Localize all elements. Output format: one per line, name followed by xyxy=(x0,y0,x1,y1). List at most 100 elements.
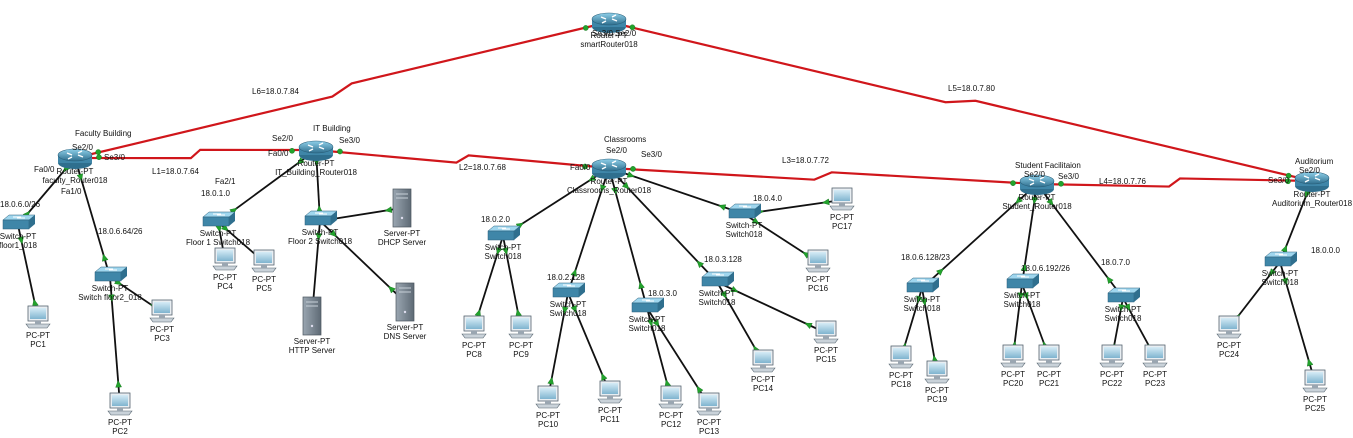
serial-link-l6[interactable] xyxy=(74,20,610,160)
device-type-label: Switch-PT xyxy=(302,228,339,237)
device-type-label: Server-PT xyxy=(384,229,421,238)
port-label-stu-se3: Se3/0 xyxy=(1058,172,1079,181)
device-name-label: PC9 xyxy=(513,350,529,359)
port-status-icon xyxy=(696,260,705,269)
net-label-10: 18.0.6.192/26 xyxy=(1021,264,1070,273)
device-type-label: PC-PT xyxy=(252,275,276,284)
pc-icon xyxy=(829,187,855,211)
pc-icon xyxy=(1142,344,1168,368)
pc-icon xyxy=(1000,344,1026,368)
serial-link-l4[interactable] xyxy=(1036,177,1313,188)
port-status-icon xyxy=(601,372,608,381)
device-type-label: Router-PT xyxy=(57,167,94,176)
serial-link-l5[interactable] xyxy=(608,20,1313,183)
port-status-icon xyxy=(936,268,944,276)
serial-link-l2[interactable] xyxy=(315,148,610,170)
device-type-label: PC-PT xyxy=(697,418,721,427)
net-label-2: 18.0.2.0 xyxy=(481,215,510,224)
device-name-label: PC15 xyxy=(816,355,837,364)
device-name-label: PC8 xyxy=(466,350,482,359)
net-label-11: 18.0.7.0 xyxy=(1101,258,1130,267)
net-label-1: 18.0.1.0 xyxy=(201,189,230,198)
net-label-7: 18.0.6.0/26 xyxy=(0,200,41,209)
device-type-label: Switch-PT xyxy=(1004,291,1041,300)
serial-port-status-icon xyxy=(1010,180,1016,186)
device-type-label: PC-PT xyxy=(150,325,174,334)
port-status-icon xyxy=(1281,277,1288,286)
device-name-label: HTTP Server xyxy=(289,346,336,355)
pc-icon xyxy=(1302,369,1328,393)
switch-icon xyxy=(906,277,940,293)
serial-link-l1[interactable] xyxy=(74,148,317,160)
device-type-label: Router-PT xyxy=(591,177,628,186)
device-name-label: floor1_018 xyxy=(0,241,37,250)
device-type-label: Switch-PT xyxy=(485,243,522,252)
port-status-icon xyxy=(920,298,928,307)
device-type-label: PC-PT xyxy=(1303,395,1327,404)
port-status-icon xyxy=(611,186,618,195)
device-name-label: PC14 xyxy=(753,384,774,393)
pc-icon xyxy=(696,392,722,416)
device-name-label: PC2 xyxy=(112,427,128,436)
device-type-label: Switch-PT xyxy=(629,315,666,324)
port-status-icon xyxy=(515,308,522,317)
server-icon xyxy=(395,282,415,322)
pc-icon xyxy=(107,392,133,416)
nodes-layer: Router-PTsmartRouter018Router-PTfaculty_… xyxy=(0,12,1353,436)
port-status-icon xyxy=(1123,303,1131,312)
net-label-9: 18.0.6.128/23 xyxy=(901,253,950,262)
device-type-label: Switch-PT xyxy=(726,221,763,230)
wan-label-l4: L4=18.0.7.76 xyxy=(1099,177,1146,186)
port-label-cls-se2: Se2/0 xyxy=(606,146,627,155)
switch-icon xyxy=(701,271,735,287)
pc-icon xyxy=(1036,344,1062,368)
serial-link-l3[interactable] xyxy=(608,166,1038,186)
